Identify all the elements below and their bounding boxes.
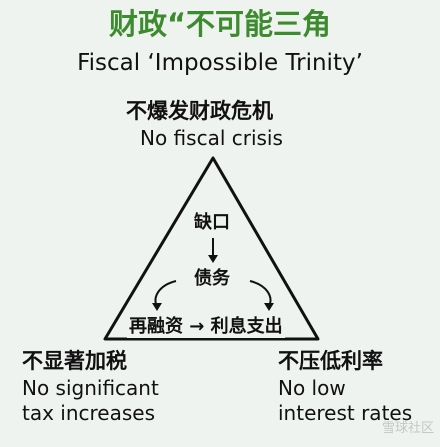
trinity-triangle — [103, 156, 320, 341]
right-goal-en-line1: No low — [278, 376, 346, 400]
deficit-label: 缺口 — [192, 212, 232, 234]
top-goal-cn: 不爆发财政危机 — [126, 99, 273, 123]
left-goal-en-line1: No significant — [22, 376, 159, 400]
debt-to-refinancing-arrowhead — [152, 303, 162, 311]
page-title-english: Fiscal ‘Impossible Trinity’ — [77, 50, 363, 76]
right-goal-cn: 不压低利率 — [278, 349, 383, 373]
right-goal-en-line2: interest rates — [278, 401, 413, 425]
top-goal-en: No fiscal crisis — [140, 126, 283, 150]
deficit-to-debt-arrowhead — [208, 255, 218, 263]
debt-to-interest-arrowhead — [264, 303, 274, 311]
title-cn-prefix: 财政 — [108, 7, 167, 41]
left-goal-cn: 不显著加税 — [22, 349, 127, 373]
title-cn-rest: “不可能三角 — [166, 7, 332, 41]
refinancing-interest-label: 再融资 → 利息支出 — [127, 316, 285, 338]
debt-label: 债务 — [192, 268, 232, 290]
watermark: 雪球社区 — [381, 421, 434, 436]
page-title-chinese: 财政“不可能三角 — [0, 6, 440, 42]
left-goal-en-line2: tax increases — [22, 401, 156, 425]
